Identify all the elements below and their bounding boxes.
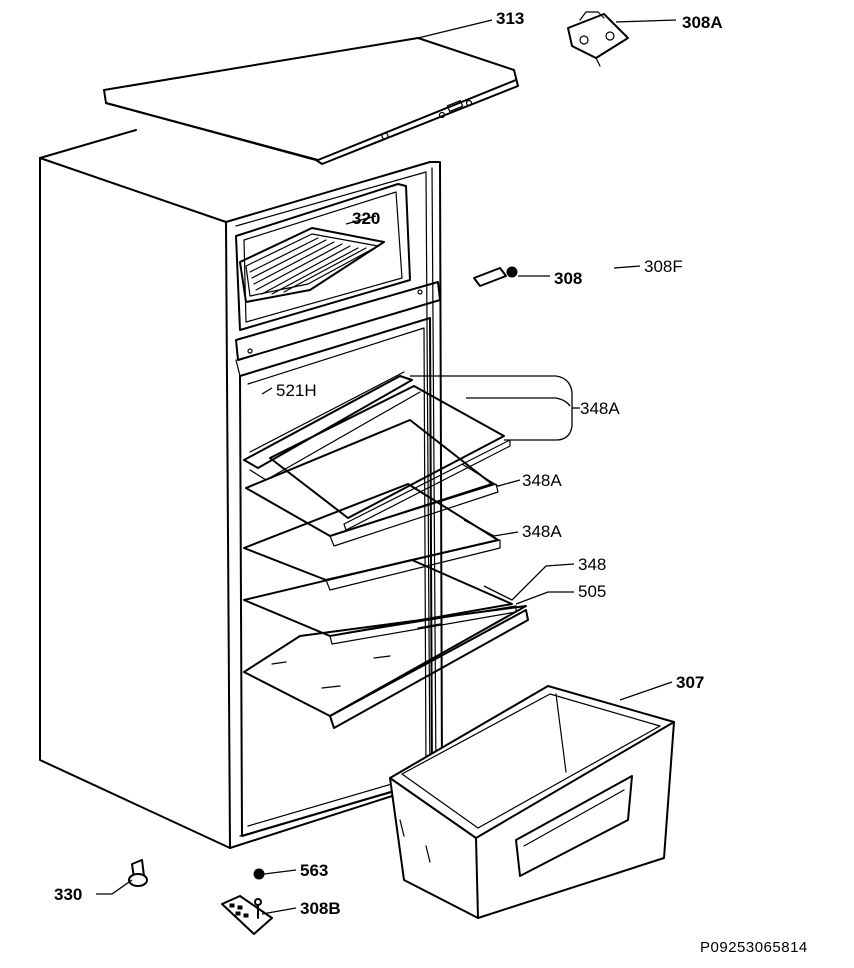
label-521H: 521H: [276, 381, 317, 400]
cabinet-body: [39, 129, 443, 849]
shelf-348A-second: [245, 419, 499, 547]
part-labels: 313 308A 320 308 308F 521H 348A 348A 348…: [54, 9, 808, 956]
freezer-grid-bars: [249, 237, 367, 295]
hinge-308A: [567, 11, 629, 67]
label-308: 308: [554, 269, 582, 288]
label-313: 313: [496, 9, 524, 28]
shelf-348A-third: [243, 483, 501, 591]
label-307: 307: [676, 673, 704, 692]
label-505: 505: [578, 582, 606, 601]
label-563: 563: [300, 861, 328, 880]
hinge-308B: [221, 895, 273, 935]
label-330: 330: [54, 885, 82, 904]
shelf-348A-glass: [269, 385, 511, 531]
foot-330: [128, 859, 148, 887]
label-320: 320: [352, 209, 380, 228]
label-308A-top: 308A: [682, 13, 723, 32]
freezer-grid-320: [239, 227, 385, 303]
label-308F: 308F: [644, 257, 683, 276]
shelf-348: [243, 559, 517, 645]
drawing-code: P09253065814: [700, 939, 808, 956]
screw-563: [253, 868, 265, 880]
label-348A-second: 348A: [522, 471, 562, 490]
label-348A-group: 348A: [580, 399, 620, 418]
hinge-308: [473, 266, 518, 287]
shelf-505-with-trim: [243, 605, 529, 729]
label-348: 348: [578, 555, 606, 574]
crisper-drawer-307: [389, 685, 675, 919]
top-cover-313: [103, 37, 519, 165]
label-348A-third: 348A: [522, 522, 562, 541]
leader-lines: [96, 19, 677, 915]
label-308B: 308B: [300, 899, 341, 918]
